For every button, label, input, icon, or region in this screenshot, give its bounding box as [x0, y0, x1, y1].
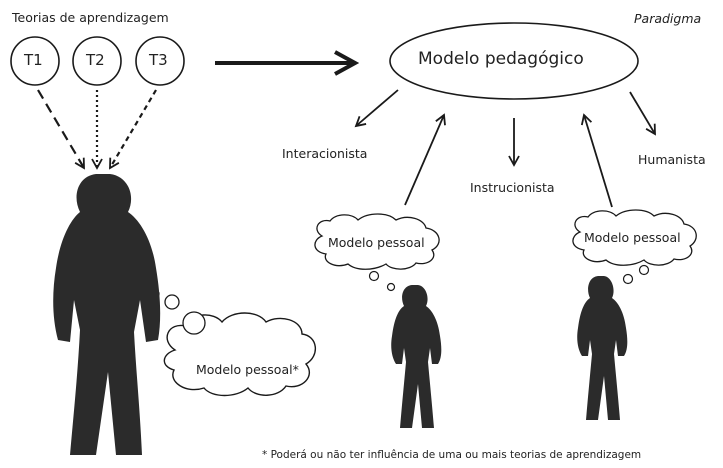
thought-cloud-mid	[314, 213, 440, 270]
theory-node-t3	[135, 36, 185, 86]
outcome-instructional: Instrucionista	[470, 180, 555, 195]
footnote: * Poderá ou não ter influência de uma ou…	[262, 449, 642, 461]
person-silhouette-mid	[391, 285, 442, 428]
theories-title: Teorias de aprendizagem	[12, 10, 169, 25]
arrow-right-personal-up	[580, 113, 613, 208]
theory-node-t2	[72, 36, 122, 86]
arrow-to-interactionist	[354, 89, 399, 128]
thought-bubble-mid-2	[386, 282, 396, 292]
central-model-ellipse	[389, 22, 639, 100]
thought-bubble-right-2	[638, 264, 650, 276]
central-model-label: Modelo pedagógico	[418, 49, 584, 69]
arrow-mid-personal-up	[404, 113, 446, 206]
person-silhouette-right	[577, 276, 628, 420]
thought-cloud-right	[572, 209, 697, 266]
theory-node-t1	[10, 36, 60, 86]
arrow-t3-dashed	[109, 89, 157, 170]
theory-label-t3: T3	[149, 51, 168, 69]
personal-model-label-large: Modelo pessoal*	[196, 362, 299, 377]
outcome-interactionist: Interacionista	[282, 146, 368, 161]
personal-model-label-right: Modelo pessoal	[584, 230, 681, 245]
thought-bubble-mid-1	[368, 270, 380, 282]
thought-bubble-large-2	[164, 294, 180, 310]
personal-model-label-mid: Modelo pessoal	[328, 235, 425, 250]
outcome-humanist: Humanista	[638, 152, 706, 167]
thought-cloud-large	[163, 312, 316, 397]
theory-label-t2: T2	[86, 51, 105, 69]
theory-label-t1: T1	[24, 51, 43, 69]
paradigm-label: Paradigma	[634, 11, 702, 26]
person-silhouette-large	[53, 174, 161, 455]
arrow-to-humanist	[629, 91, 656, 136]
thought-bubble-large-3	[182, 311, 206, 335]
arrow-t1-dashed	[37, 89, 85, 170]
thought-bubble-right-1	[622, 273, 634, 285]
